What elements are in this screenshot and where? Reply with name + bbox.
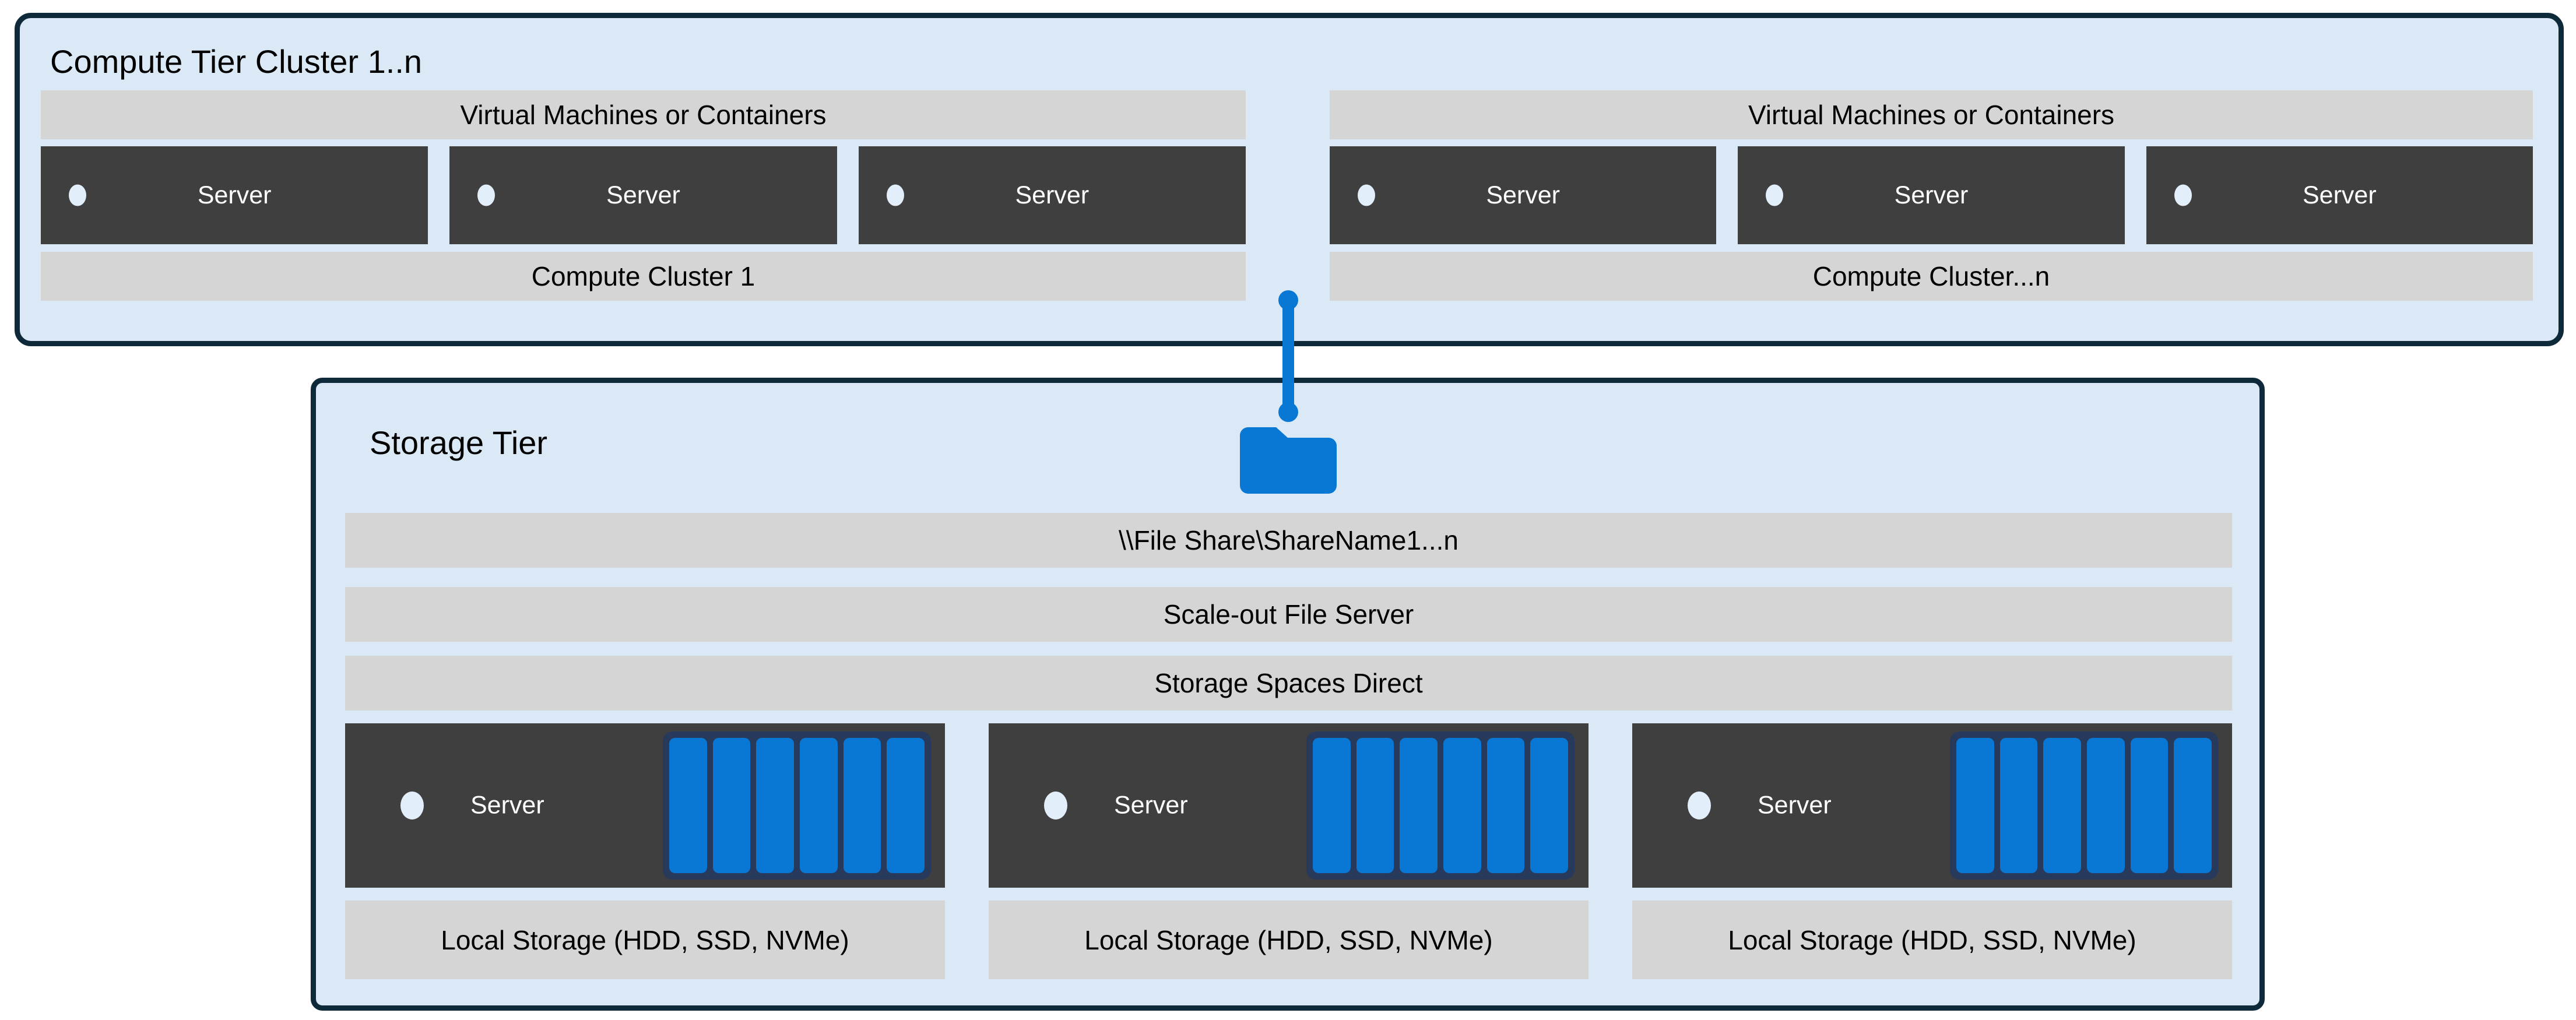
local-storage-bar: Local Storage (HDD, SSD, NVMe) xyxy=(345,901,945,979)
compute-server: Server xyxy=(41,146,428,244)
disk-icon xyxy=(1530,738,1569,873)
power-dot-icon xyxy=(1766,184,1784,206)
compute-cluster-label: Compute Cluster...n xyxy=(1812,261,2050,291)
compute-cluster-bar: Compute Cluster 1 xyxy=(41,252,1246,301)
disk-icon xyxy=(712,738,751,873)
file-share-bar: \\File Share\ShareName1...n xyxy=(345,513,2232,568)
disk-icon xyxy=(2174,738,2212,873)
scale-out-file-server-label: Scale-out File Server xyxy=(1163,599,1414,629)
file-share-label: \\File Share\ShareName1...n xyxy=(1119,525,1459,555)
storage-server: Server xyxy=(345,723,945,888)
disk-icon xyxy=(1313,738,1351,873)
local-storage-label: Local Storage (HDD, SSD, NVMe) xyxy=(1728,924,2136,955)
power-dot-icon xyxy=(477,184,495,206)
compute-tier-title: Compute Tier Cluster 1..n xyxy=(50,43,423,80)
disk-icon xyxy=(1356,738,1394,873)
compute-storage-connector xyxy=(1278,290,1298,422)
disk-icon xyxy=(1486,738,1525,873)
power-dot-icon xyxy=(1044,792,1067,819)
vm-containers-bar: Virtual Machines or Containers xyxy=(41,90,1246,139)
disk-icon xyxy=(1400,738,1438,873)
server-label: Server xyxy=(470,791,544,819)
disk-icon xyxy=(1443,738,1481,873)
server-label: Server xyxy=(606,181,680,209)
storage-server-row: Server Local Storage (HDD, SSD, NVMe) xyxy=(345,723,2232,979)
power-dot-icon xyxy=(69,184,86,206)
server-label: Server xyxy=(2302,181,2377,209)
disk-icon xyxy=(843,738,881,873)
scale-out-file-server-bar: Scale-out File Server xyxy=(345,587,2232,642)
storage-unit: Server Local Storage (HDD, SSD, NVMe) xyxy=(1632,723,2232,979)
vm-containers-label: Virtual Machines or Containers xyxy=(1748,100,2115,130)
disk-array-icon xyxy=(1306,731,1575,880)
compute-cluster-bar: Compute Cluster...n xyxy=(1330,252,2533,301)
compute-server: Server xyxy=(2146,146,2533,244)
local-storage-bar: Local Storage (HDD, SSD, NVMe) xyxy=(989,901,1589,979)
power-dot-icon xyxy=(400,792,424,819)
disk-icon xyxy=(887,738,925,873)
storage-unit: Server Local Storage (HDD, SSD, NVMe) xyxy=(989,723,1589,979)
compute-server-row: Server Server Server xyxy=(41,146,1246,244)
compute-server: Server xyxy=(1738,146,2125,244)
compute-server: Server xyxy=(449,146,837,244)
power-dot-icon xyxy=(886,184,904,206)
disk-array-icon xyxy=(663,731,931,880)
folder-icon xyxy=(1240,427,1337,494)
local-storage-bar: Local Storage (HDD, SSD, NVMe) xyxy=(1632,901,2232,979)
compute-cluster-group-n: Virtual Machines or Containers Server Se… xyxy=(1330,90,2533,301)
power-dot-icon xyxy=(1358,184,1375,206)
server-label: Server xyxy=(1758,791,1832,819)
power-dot-icon xyxy=(2174,184,2192,206)
server-label: Server xyxy=(1894,181,1969,209)
compute-server-row: Server Server Server xyxy=(1330,146,2533,244)
server-label: Server xyxy=(197,181,272,209)
storage-server: Server xyxy=(1632,723,2232,888)
server-label: Server xyxy=(1015,181,1090,209)
compute-tier-box: Compute Tier Cluster 1..n Virtual Machin… xyxy=(15,13,2564,346)
compute-cluster-label: Compute Cluster 1 xyxy=(531,261,755,291)
disk-icon xyxy=(800,738,838,873)
disk-array-icon xyxy=(1950,731,2218,880)
server-label: Server xyxy=(1114,791,1188,819)
storage-spaces-direct-label: Storage Spaces Direct xyxy=(1154,668,1423,698)
compute-cluster-group-1: Virtual Machines or Containers Server Se… xyxy=(41,90,1246,301)
disk-icon xyxy=(1999,738,2038,873)
storage-unit: Server Local Storage (HDD, SSD, NVMe) xyxy=(345,723,945,979)
local-storage-label: Local Storage (HDD, SSD, NVMe) xyxy=(1084,924,1493,955)
vm-containers-label: Virtual Machines or Containers xyxy=(460,100,827,130)
disk-icon xyxy=(2043,738,2082,873)
local-storage-label: Local Storage (HDD, SSD, NVMe) xyxy=(441,924,849,955)
storage-tier-box: Storage Tier \\File Share\ShareName1...n… xyxy=(311,378,2265,1011)
disk-icon xyxy=(669,738,707,873)
disk-icon xyxy=(2130,738,2169,873)
storage-tier-title: Storage Tier xyxy=(370,424,548,461)
server-label: Server xyxy=(1486,181,1560,209)
compute-server: Server xyxy=(858,146,1246,244)
disk-icon xyxy=(2087,738,2125,873)
storage-spaces-direct-bar: Storage Spaces Direct xyxy=(345,656,2232,711)
vm-containers-bar: Virtual Machines or Containers xyxy=(1330,90,2533,139)
disk-icon xyxy=(756,738,795,873)
power-dot-icon xyxy=(1688,792,1711,819)
compute-server: Server xyxy=(1330,146,1717,244)
storage-server: Server xyxy=(989,723,1589,888)
disk-icon xyxy=(1956,738,1994,873)
